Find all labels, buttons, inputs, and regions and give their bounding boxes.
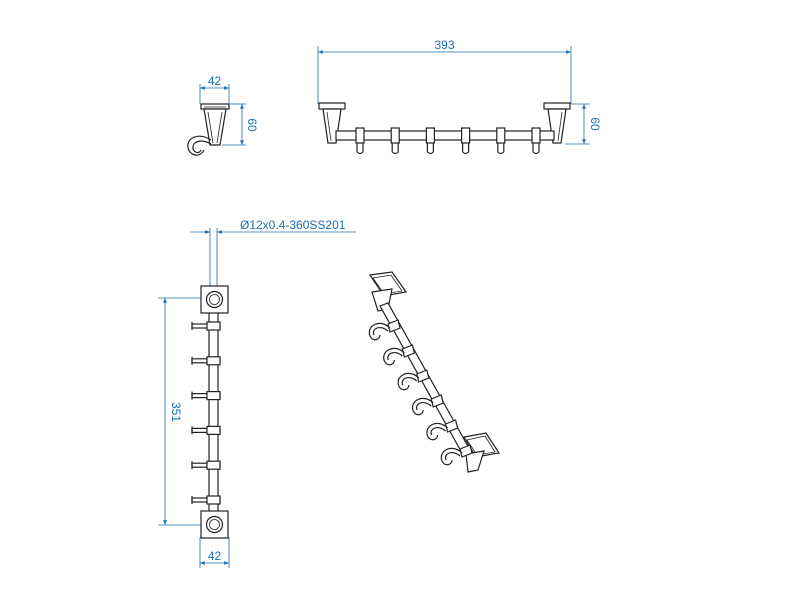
front-view-length-label: 393 — [434, 38, 454, 52]
front-view-length-dimension: 393 — [317, 38, 572, 104]
front-hook — [496, 127, 506, 155]
top-view-width-dimension: 42 — [199, 537, 230, 568]
side-view-width-dimension: 42 — [199, 74, 230, 104]
front-hook — [531, 127, 541, 155]
iso-hook — [411, 394, 444, 416]
top-hook — [191, 391, 221, 401]
top-hook — [191, 321, 221, 331]
front-hook — [390, 127, 400, 155]
front-view: 393 60 — [317, 38, 602, 155]
top-view-width-label: 42 — [208, 549, 222, 563]
isometric-view — [368, 271, 500, 473]
top-hook — [191, 460, 221, 470]
side-view-height-label: 60 — [245, 118, 259, 132]
iso-hook — [440, 444, 473, 466]
top-hook — [191, 356, 221, 366]
side-view-width-label: 42 — [208, 74, 222, 88]
top-hook — [191, 495, 221, 505]
top-view-hooks — [191, 321, 221, 505]
top-view: Ø12x0.4-360SS201 351 42 — [158, 218, 356, 568]
iso-rail — [368, 271, 500, 473]
top-view-tube-spec-dimension: Ø12x0.4-360SS201 — [190, 218, 356, 290]
front-hook — [425, 127, 435, 155]
iso-hooks — [368, 319, 473, 466]
top-view-rail — [200, 285, 229, 539]
iso-hook — [426, 419, 459, 441]
top-view-tube-spec-label: Ø12x0.4-360SS201 — [240, 218, 346, 232]
top-view-length-dimension: 351 — [158, 297, 210, 526]
side-view-bracket — [187, 103, 230, 156]
top-view-length-label: 351 — [169, 402, 183, 422]
front-view-height-label: 60 — [588, 117, 602, 131]
iso-hook — [397, 369, 430, 391]
front-view-height-dimension: 60 — [565, 103, 602, 145]
top-hook — [191, 425, 221, 435]
iso-hook — [383, 344, 416, 366]
front-view-hooks — [355, 127, 541, 155]
front-hook — [355, 127, 365, 155]
side-view: 42 60 — [187, 74, 259, 156]
front-hook — [461, 127, 471, 155]
front-view-rail — [318, 102, 571, 144]
side-view-height-dimension: 60 — [222, 103, 259, 146]
iso-hook — [368, 319, 401, 341]
